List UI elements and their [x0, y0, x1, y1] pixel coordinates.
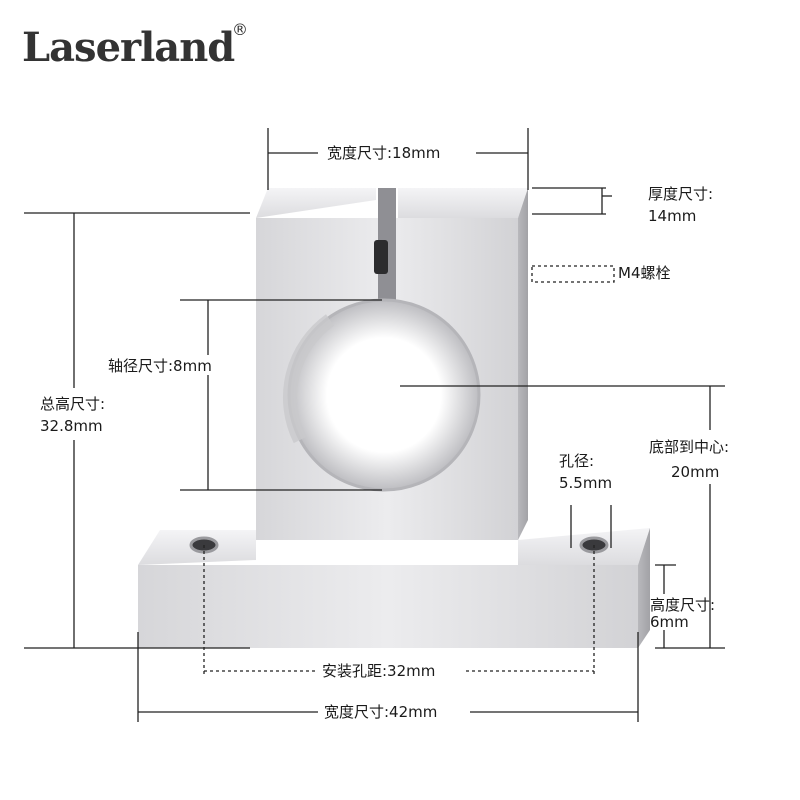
top-width-label: 宽度尺寸:18mm — [327, 144, 441, 162]
m4-screw — [374, 240, 388, 274]
base-front-face — [138, 565, 638, 648]
center-height-value: 20mm — [671, 463, 720, 481]
total-height-value: 32.8mm — [40, 417, 103, 435]
base-height-value: 6mm — [650, 613, 689, 631]
hole-diameter-title: 孔径: — [559, 452, 595, 470]
base-side-face — [638, 528, 650, 648]
center-height-title: 底部到中心: — [649, 438, 730, 456]
bolt-label: M4螺栓 — [618, 264, 671, 282]
upright-top-right — [398, 188, 528, 218]
hole-diameter-value: 5.5mm — [559, 474, 613, 492]
registered-mark: ® — [232, 20, 248, 39]
brand-logo: Laserland — [22, 24, 235, 71]
shaft-diameter-label: 轴径尺寸:8mm — [108, 357, 212, 375]
dashed-lines — [203, 265, 615, 676]
mount-spacing-label: 安装孔距:32mm — [322, 662, 436, 680]
bottom-width-label: 宽度尺寸:42mm — [324, 703, 438, 721]
upright-side-face — [518, 188, 528, 540]
dimension-lines — [24, 128, 725, 722]
bracket-body — [138, 188, 650, 648]
upright-top-left — [256, 188, 376, 218]
thickness-title: 厚度尺寸: — [648, 185, 714, 203]
thickness-value: 14mm — [648, 207, 697, 225]
base-height-title: 高度尺寸: — [650, 596, 716, 614]
total-height-title: 总高尺寸: — [40, 395, 106, 413]
